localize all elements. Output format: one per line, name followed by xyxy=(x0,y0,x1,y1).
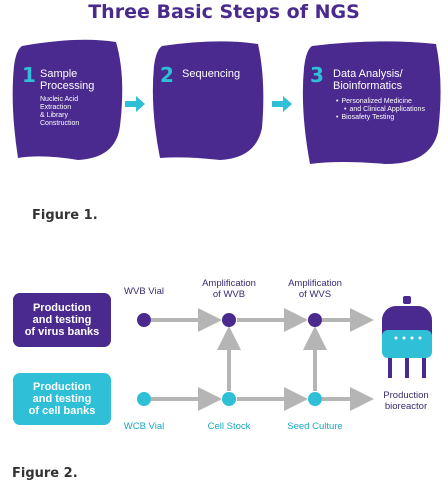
node-wvb-vial xyxy=(137,313,151,327)
label-amp-wvs: Amplification of WVS xyxy=(288,278,342,300)
label-amp-wvb: Amplification of WVB xyxy=(202,278,256,300)
arrow-right-icon xyxy=(272,96,292,117)
label-wcb-vial: WCB Vial xyxy=(123,421,165,432)
node-amp-wvs xyxy=(308,313,322,327)
virus-bank-box: Production and testing of virus banks xyxy=(13,293,111,347)
step-1-number: 1 xyxy=(22,63,36,87)
step-2-shape xyxy=(148,36,266,162)
arrow-right-icon xyxy=(125,96,145,117)
cell-bank-box: Production and testing of cell banks xyxy=(13,373,111,425)
bullet-item-continuation: and Clinical Applications xyxy=(336,106,425,114)
step-1-title: Sample Processing xyxy=(40,68,95,92)
step-3-number: 3 xyxy=(310,63,324,87)
figure-2-caption: Figure 2. xyxy=(12,466,78,481)
label-bioreactor: Production bioreactor xyxy=(383,390,429,412)
bullet-item: Personalized Medicine xyxy=(336,98,425,106)
bullet-item: Biosafety Testing xyxy=(336,114,425,122)
node-wcb-vial xyxy=(137,392,151,406)
figure-1-caption: Figure 1. xyxy=(32,208,98,223)
bioreactor-icon xyxy=(374,296,440,391)
step-1-description: Nucleic Acid Extraction & Library Constr… xyxy=(40,96,80,127)
step-2-title: Sequencing xyxy=(182,68,241,80)
label-wvb-vial: WVB Vial xyxy=(124,286,164,297)
step-3-title: Data Analysis/ Bioinformatics xyxy=(333,68,403,92)
step-1-shape xyxy=(8,36,124,162)
label-cell-stock: Cell Stock xyxy=(207,421,251,432)
node-cell-stock xyxy=(222,392,236,406)
label-seed-culture: Seed Culture xyxy=(287,421,343,432)
step-3-bullets: Personalized Medicine and Clinical Appli… xyxy=(336,98,425,122)
node-seed-culture xyxy=(308,392,322,406)
page-title: Three Basic Steps of NGS xyxy=(88,1,360,23)
step-2-number: 2 xyxy=(160,63,174,87)
node-amp-wvb xyxy=(222,313,236,327)
